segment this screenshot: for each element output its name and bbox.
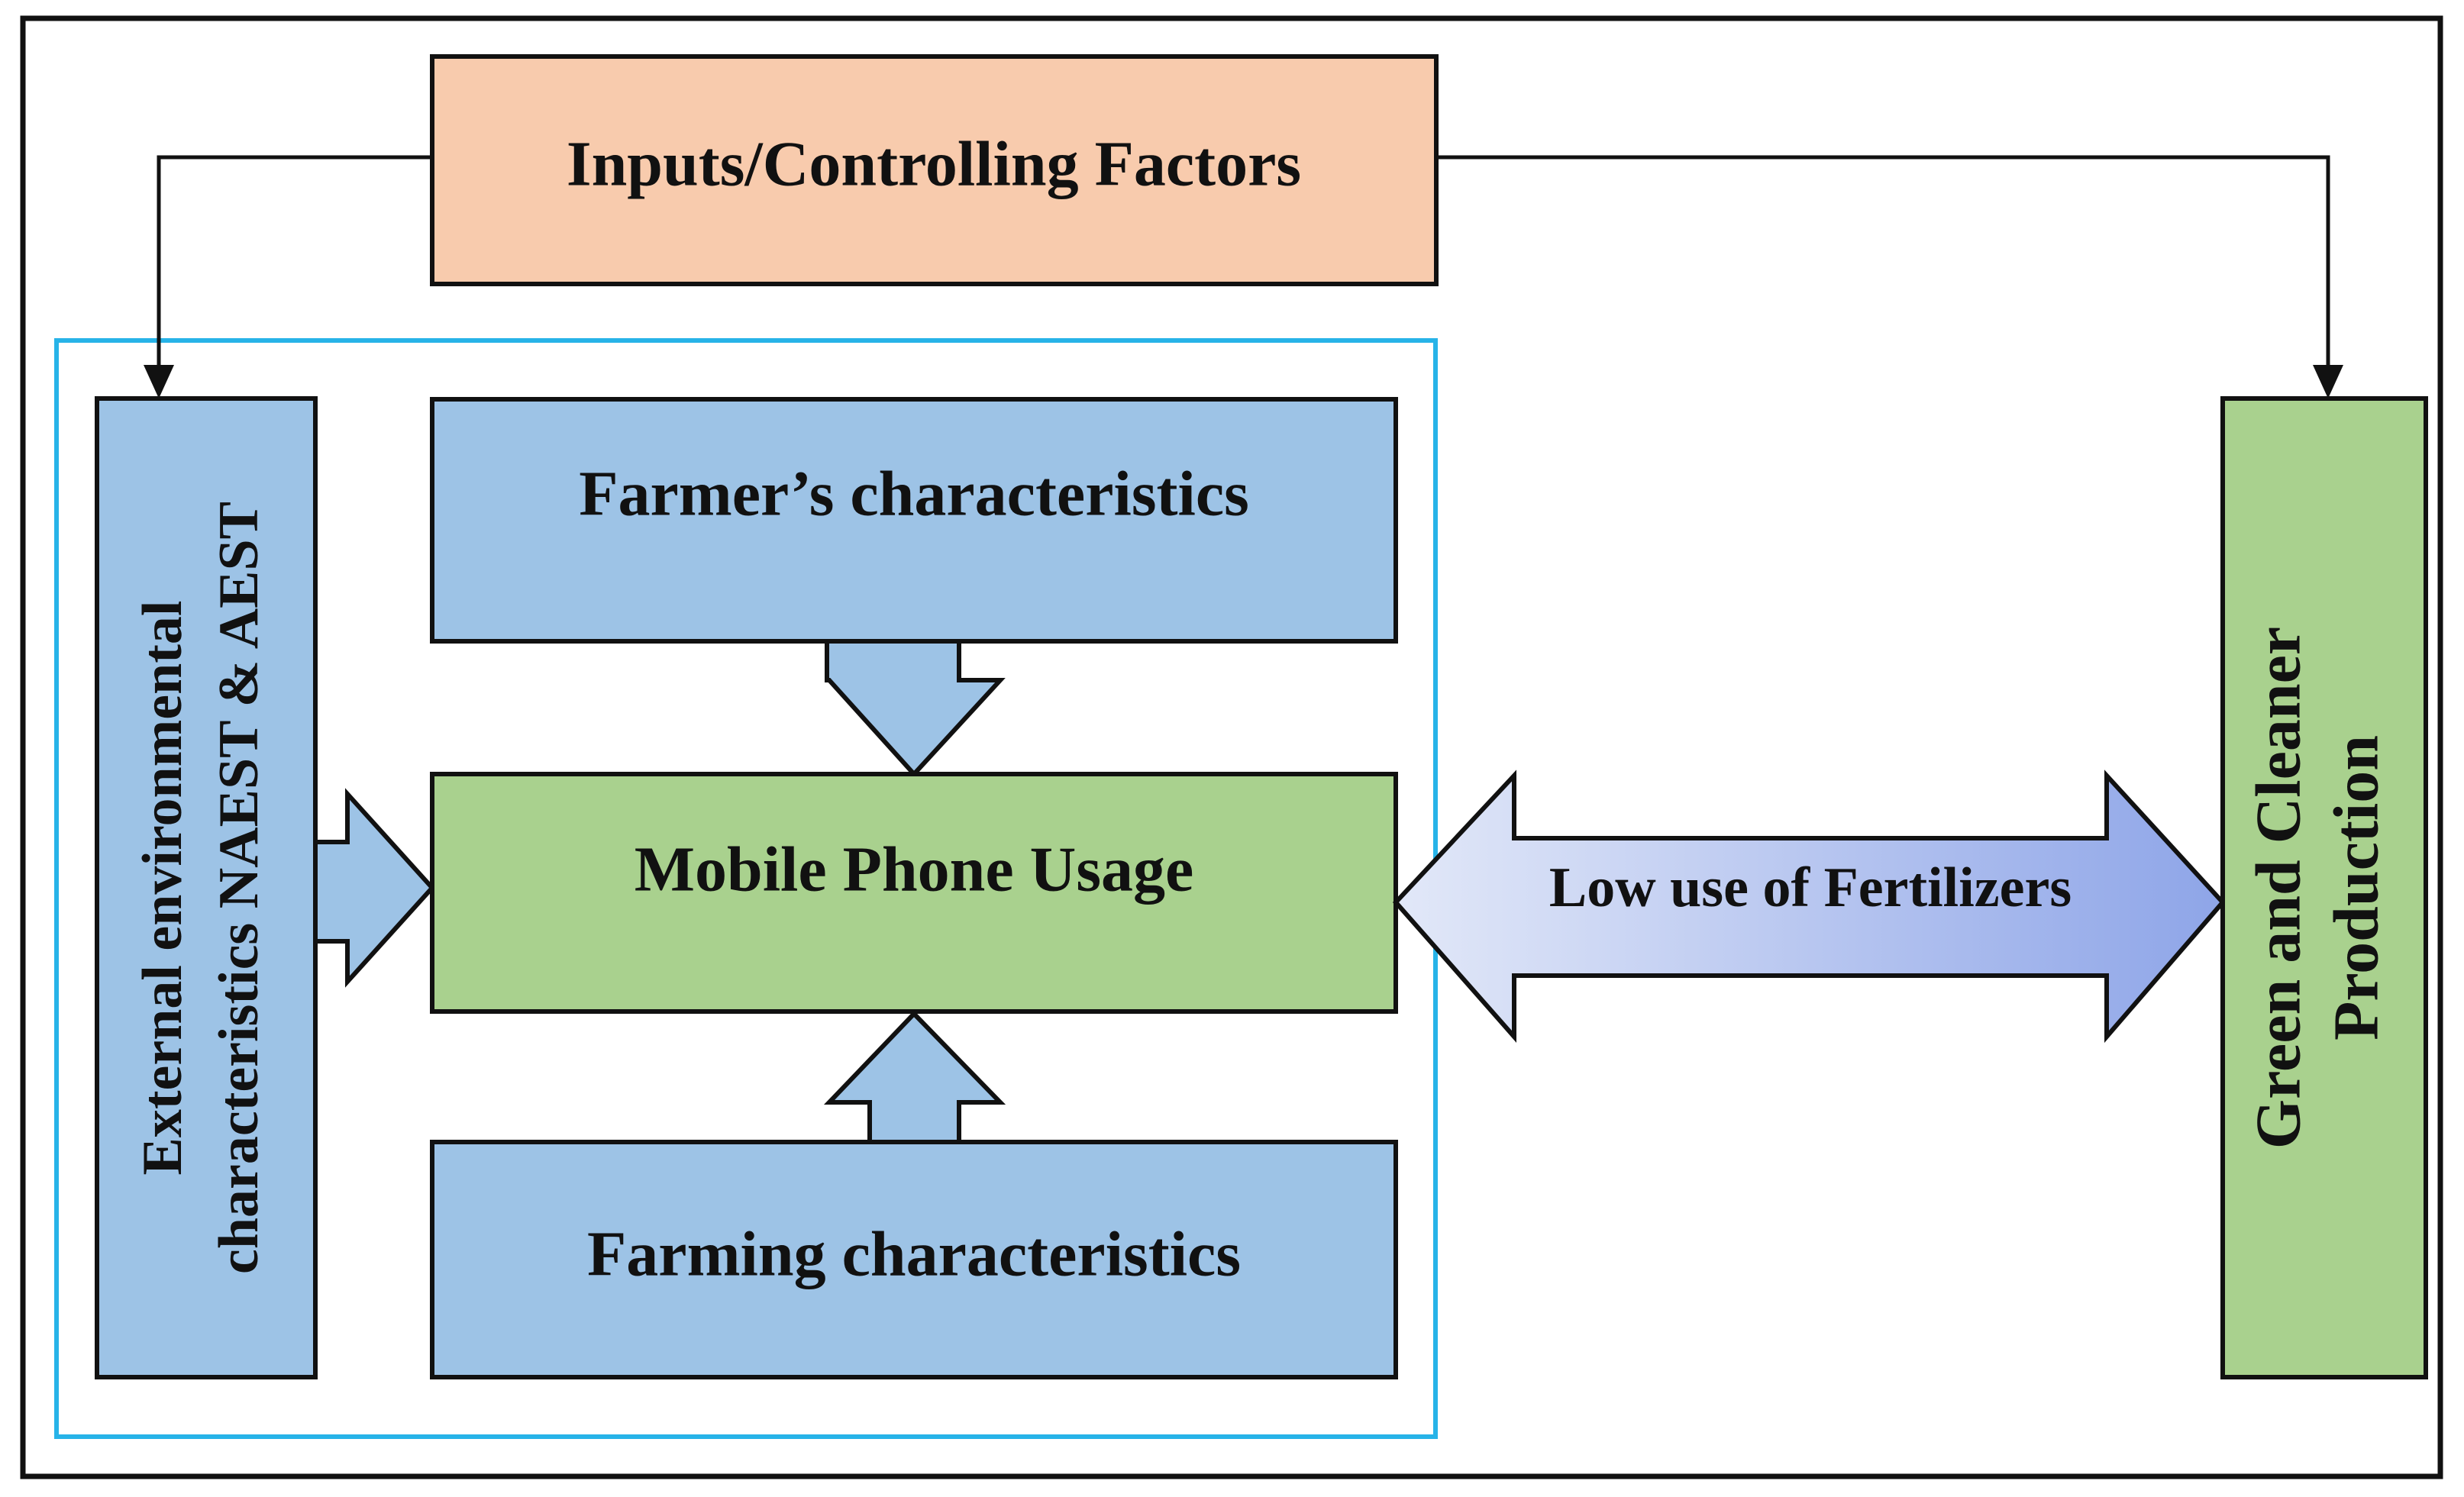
connector-to-external <box>157 155 432 365</box>
external-box: External environmental characteristics N… <box>95 396 318 1379</box>
farmer-box: Farmer’s characteristics <box>430 397 1398 644</box>
green-box-text: Green and Cleaner Production <box>2243 627 2391 1149</box>
arrow-farmer-to-mobile <box>825 639 1006 778</box>
arrow-external-to-mobile <box>313 788 436 988</box>
arrow-farming-to-mobile <box>823 1010 1006 1144</box>
connector-to-green <box>1436 155 2330 365</box>
external-box-text: External environmental characteristics N… <box>131 502 270 1274</box>
external-box-line2: characteristics NAEST & AEST <box>208 502 270 1274</box>
inputs-box-label: Inputs/Controlling Factors <box>567 128 1301 199</box>
inputs-box: Inputs/Controlling Factors <box>430 54 1439 286</box>
arrowhead-to-green <box>2313 365 2343 398</box>
green-box: Green and Cleaner Production <box>2220 396 2428 1379</box>
farming-box: Farming characteristics <box>430 1140 1398 1379</box>
farmer-box-shape <box>430 397 1398 644</box>
mobile-box-label: Mobile Phone Usage <box>635 834 1194 905</box>
farming-box-label: Farming characteristics <box>587 1218 1241 1289</box>
external-box-line1: External environmental <box>131 601 194 1176</box>
arrowhead-to-external <box>144 365 174 398</box>
inputs-box-shape <box>430 54 1439 286</box>
green-box-line2: Production <box>2320 735 2391 1040</box>
farming-box-shape <box>430 1140 1398 1379</box>
mobile-box-shape <box>430 772 1398 1014</box>
fertilizer-arrow-label: Low use of Fertilizers <box>1549 857 2072 919</box>
external-box-shape <box>95 396 318 1379</box>
farmer-box-label: Farmer’s characteristics <box>579 458 1249 529</box>
mobile-box: Mobile Phone Usage <box>430 772 1398 1014</box>
green-box-shape <box>2220 396 2428 1379</box>
green-box-line1: Green and Cleaner <box>2243 627 2314 1149</box>
